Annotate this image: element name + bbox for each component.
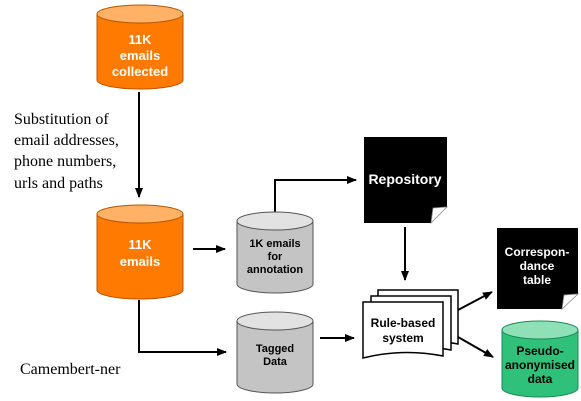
substitution-label: Substitution of email addresses, phone n… bbox=[14, 111, 119, 192]
node-label: 11K bbox=[128, 32, 152, 47]
node-label: anonymised bbox=[505, 358, 575, 372]
node-label: system bbox=[382, 331, 423, 345]
node-label: Correspon- bbox=[505, 245, 570, 259]
node-label: Data bbox=[263, 356, 288, 368]
node-label: Repository bbox=[368, 171, 441, 187]
arrow-emails-to-tagged bbox=[138, 300, 227, 356]
substitution-line: email addresses, bbox=[14, 132, 119, 149]
node-label: dance bbox=[520, 259, 555, 273]
substitution-line: phone numbers, bbox=[14, 153, 116, 170]
node-label: Tagged bbox=[256, 343, 294, 355]
edges bbox=[135, 92, 494, 358]
arrow-rule-to-correspondance bbox=[457, 291, 493, 311]
document-stack-rule-based: Rule-based system bbox=[362, 289, 459, 359]
node-label: emails bbox=[120, 48, 160, 63]
node-label: table bbox=[523, 273, 551, 287]
node-label: annotation bbox=[247, 264, 303, 276]
node-label: 1K emails bbox=[249, 238, 300, 250]
cylinder-emails-annotation: 1K emails for annotation bbox=[236, 211, 314, 294]
node-label: 11K bbox=[128, 237, 152, 252]
document-repository: Repository bbox=[364, 137, 449, 225]
substitution-line: Substitution of bbox=[14, 111, 109, 128]
camembert-label: Camembert-ner bbox=[20, 361, 121, 378]
node-label: emails bbox=[120, 254, 160, 269]
arrow-annotation-to-repository bbox=[274, 176, 357, 216]
document-correspondance: Correspon- dance table bbox=[497, 228, 580, 311]
cylinder-emails-collected: 11K emails collected bbox=[96, 4, 184, 90]
cylinder-tagged-data: Tagged Data bbox=[236, 311, 314, 394]
node-label: data bbox=[528, 372, 553, 386]
cylinder-pseudo-anonymised: Pseudo- anonymised data bbox=[501, 320, 579, 398]
arrow-rule-to-pseudo bbox=[457, 336, 494, 358]
node-label: collected bbox=[112, 64, 168, 79]
cylinder-emails-11k: 11K emails bbox=[96, 204, 184, 300]
node-label: Pseudo- bbox=[516, 344, 563, 358]
node-label: Rule-based bbox=[371, 316, 436, 330]
substitution-line: urls and paths bbox=[14, 175, 103, 192]
node-label: for bbox=[268, 251, 283, 263]
